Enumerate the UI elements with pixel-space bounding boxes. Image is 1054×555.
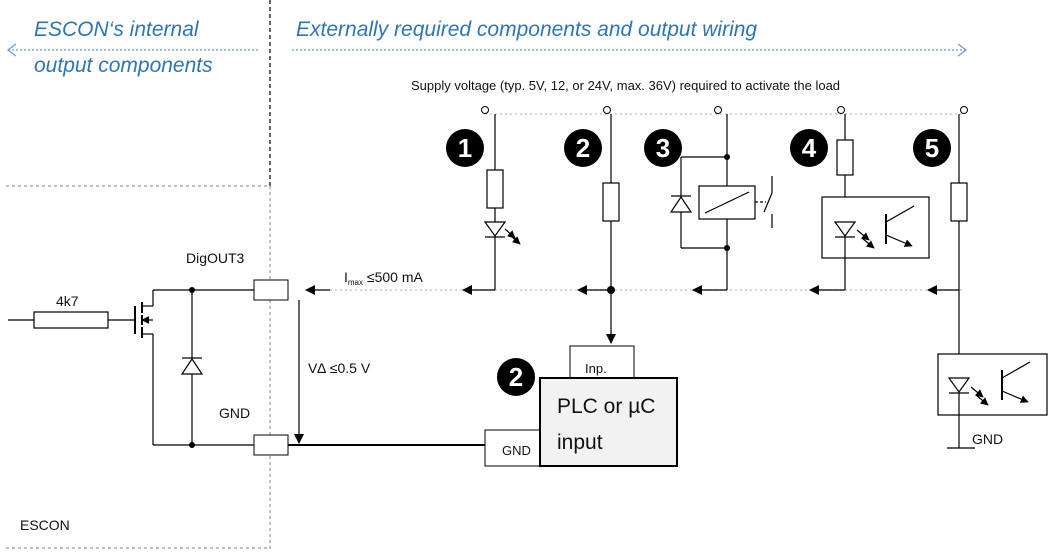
resistor-5 <box>950 182 968 222</box>
supply-terminal-3 <box>714 106 722 114</box>
supply-terminal-1 <box>481 106 489 114</box>
internal-header-line1: ESCON‘s internal <box>34 18 200 41</box>
plc-box <box>539 377 678 467</box>
resistor-1 <box>486 169 504 209</box>
variant-badges: 1 2 3 4 5 2 <box>446 129 951 396</box>
plc-label-line1: PLC or µC <box>557 395 655 418</box>
badge-1: 1 <box>446 129 484 167</box>
badge-4-number: 4 <box>802 133 817 163</box>
badge-3-number: 3 <box>656 133 670 163</box>
plc-gnd-label: GND <box>502 443 531 458</box>
resistor-label: 4k7 <box>56 293 79 309</box>
escon-gnd-label: GND <box>219 405 250 421</box>
escon-label: ESCON <box>20 517 70 533</box>
section-headers: ESCON‘s internal output components Exter… <box>6 18 968 77</box>
variant-2-pullup <box>577 114 620 344</box>
relay-diode-icon <box>669 195 693 213</box>
voltage-drop-label: V∆ ≤0.5 V <box>308 360 371 376</box>
plc-inp-terminal <box>569 345 635 380</box>
variant-1-led-load <box>462 114 521 295</box>
variant-5-opto-to-gnd: GND <box>927 114 1048 449</box>
output-return-line: Imax ≤500 mA <box>305 269 964 295</box>
supply-voltage-note: Supply voltage (typ. 5V, 12, or 24V, max… <box>411 78 840 93</box>
boundaries <box>6 0 271 550</box>
badge-1-number: 1 <box>458 133 472 163</box>
diode-icon <box>180 357 204 375</box>
gnd-terminal <box>253 434 289 456</box>
supply-rail <box>481 106 968 115</box>
supply-terminal-4 <box>837 106 845 114</box>
left-arrowhead-icon <box>6 43 17 57</box>
led-icon <box>483 221 507 238</box>
supply-terminal-5 <box>960 106 968 114</box>
variant-4-optocoupler <box>809 114 930 295</box>
supply-terminal-2 <box>603 106 611 114</box>
badge-2-number: 2 <box>576 133 590 163</box>
resistor-4 <box>836 139 854 176</box>
badge-plc-number: 2 <box>509 362 523 392</box>
external-header: Externally required components and outpu… <box>296 18 757 41</box>
gnd-right-label: GND <box>972 431 1003 447</box>
digout3-label: DigOUT3 <box>186 250 245 266</box>
plc-input-block: Inp. GND PLC or µC input <box>484 345 678 467</box>
relay-contact-icon <box>763 192 773 213</box>
badge-2: 2 <box>564 129 602 167</box>
current-limit-label: Imax ≤500 mA <box>344 269 423 287</box>
badge-5-number: 5 <box>925 133 939 163</box>
digout3-terminal <box>253 279 289 301</box>
variant-3-relay <box>669 114 773 295</box>
badge-plc: 2 <box>497 358 535 396</box>
plc-inp-label: Inp. <box>585 361 607 376</box>
voltage-drop-indicator: V∆ ≤0.5 V <box>294 300 371 444</box>
badge-3: 3 <box>644 129 682 167</box>
resistor-4k7 <box>33 311 109 329</box>
resistor-2 <box>602 182 620 222</box>
plc-label-line2: input <box>557 431 603 454</box>
plc-gnd-terminal <box>484 429 542 467</box>
internal-header-line2: output components <box>34 54 213 77</box>
right-arrowhead-icon <box>957 43 968 57</box>
badge-4: 4 <box>790 129 828 167</box>
badge-5: 5 <box>913 129 951 167</box>
escon-internal-circuit: 4k7 DigOUT3 GND ESCON <box>8 250 289 533</box>
